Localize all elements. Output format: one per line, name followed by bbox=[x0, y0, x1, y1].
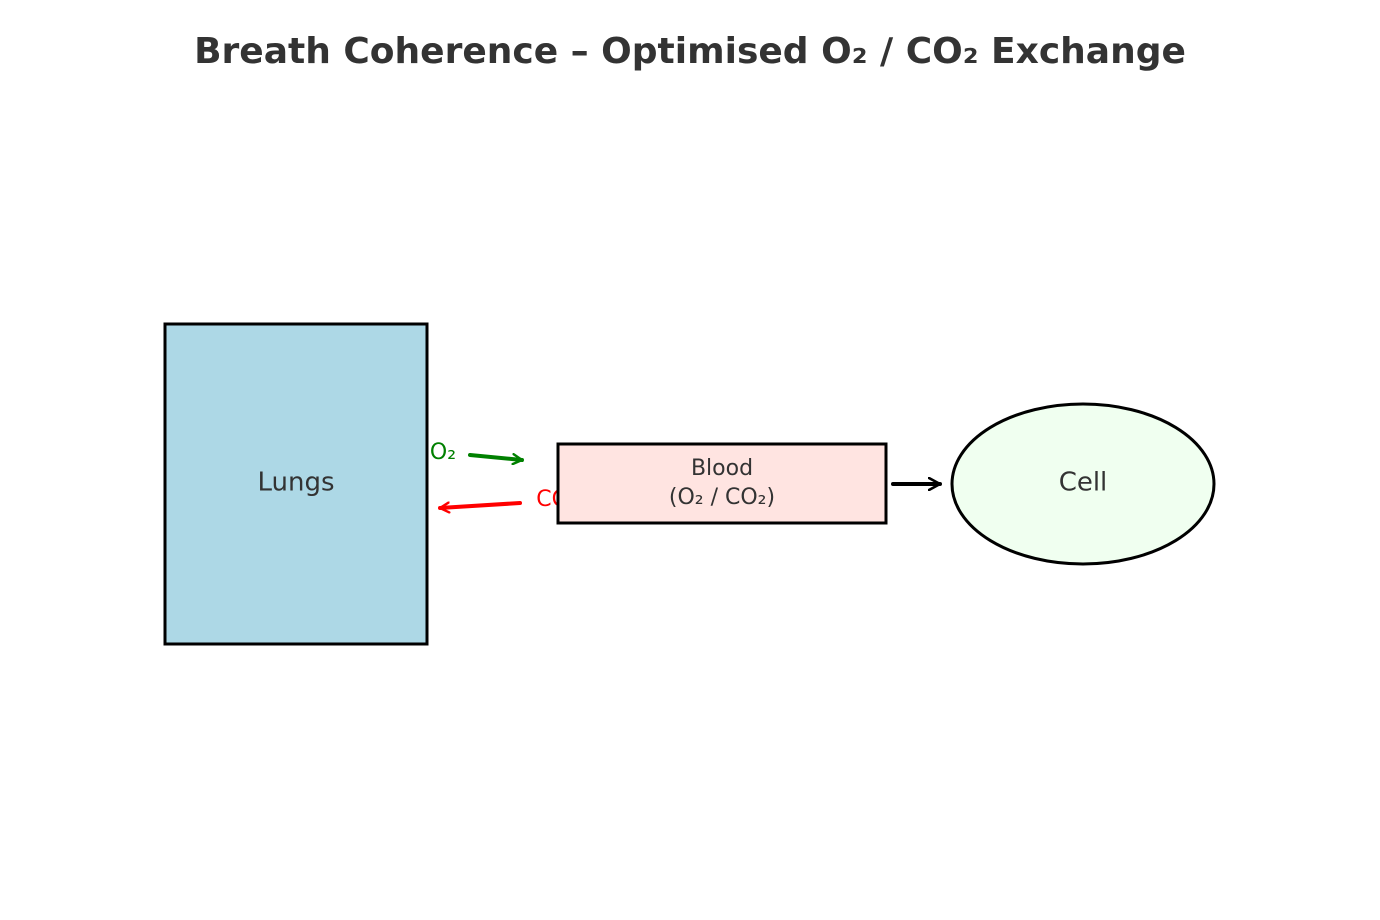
lungs-box bbox=[163, 322, 429, 646]
blood-gas-label: (O₂ / CO₂) bbox=[669, 485, 775, 510]
lungs-node: Lungs bbox=[163, 322, 429, 646]
cell-node: Cell bbox=[950, 402, 1216, 566]
cell-ellipse bbox=[950, 402, 1216, 566]
blood-label: Blood bbox=[691, 456, 753, 481]
blood-box bbox=[556, 442, 888, 525]
blood-node: Blood (O₂ / CO₂) bbox=[556, 442, 888, 525]
carbon-dioxide-arrow bbox=[438, 501, 522, 508]
lungs-label: Lungs bbox=[257, 468, 334, 498]
cell-label: Cell bbox=[1059, 468, 1108, 498]
oxygen-flow: O₂ bbox=[430, 440, 524, 465]
oxygen-label: O₂ bbox=[430, 440, 456, 465]
oxygen-arrow bbox=[468, 453, 524, 460]
diagram-title: Breath Coherence – Optimised O₂ / CO₂ Ex… bbox=[194, 31, 1186, 72]
